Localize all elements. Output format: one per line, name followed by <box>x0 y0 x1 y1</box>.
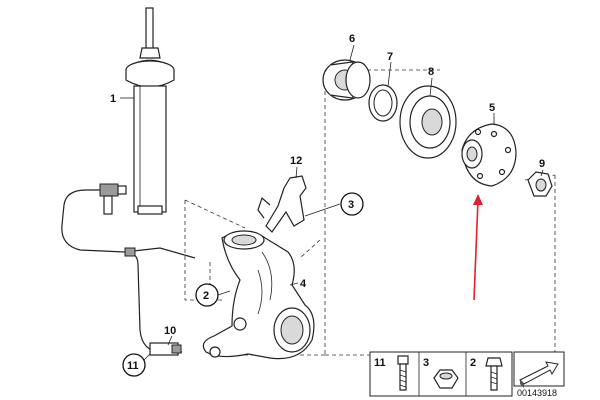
wheel-bearing <box>322 59 371 101</box>
callout-8: 8 <box>428 66 434 78</box>
callout-12: 12 <box>290 155 302 167</box>
collar-nut <box>527 171 553 197</box>
circled-callout-2: 2 <box>195 283 219 307</box>
callout-7: 7 <box>387 51 393 63</box>
callout-10: 10 <box>164 325 176 337</box>
hex-bolt-icon <box>485 357 503 391</box>
callout-2: 2 <box>203 290 209 302</box>
callout-labels: 1 6 7 8 5 9 12 4 10 <box>110 33 545 337</box>
callout-1: 1 <box>110 93 116 105</box>
red-pointer-arrow <box>473 194 483 301</box>
socket-bolt-icon <box>397 355 409 391</box>
hex-nut-icon <box>433 369 459 389</box>
reference-number: 00143918 <box>517 388 557 398</box>
sensor-bracket <box>257 175 307 233</box>
callout-6: 6 <box>349 33 355 45</box>
callout-9: 9 <box>539 158 545 170</box>
legend-label-3: 3 <box>423 357 429 369</box>
legend-label-11: 11 <box>374 357 386 369</box>
snap-ring <box>368 84 398 122</box>
dust-shield <box>399 85 457 159</box>
steering-knuckle <box>202 230 315 360</box>
circled-callout-11: 11 <box>122 353 146 377</box>
callout-3: 3 <box>348 199 354 211</box>
shock-absorber <box>125 7 175 215</box>
leader-lines <box>120 44 544 361</box>
fastener-legend: 11 3 2 <box>369 351 513 397</box>
direction-arrow-icon <box>519 361 559 385</box>
callout-11: 11 <box>127 360 139 372</box>
brake-wear-sensor-cable <box>61 183 196 356</box>
wheel-hub <box>461 123 517 187</box>
circled-callout-3: 3 <box>340 192 364 216</box>
callout-5: 5 <box>489 102 495 114</box>
legend-label-2: 2 <box>470 357 476 369</box>
callout-4: 4 <box>300 278 307 290</box>
reference-box: 00143918 <box>513 351 565 398</box>
